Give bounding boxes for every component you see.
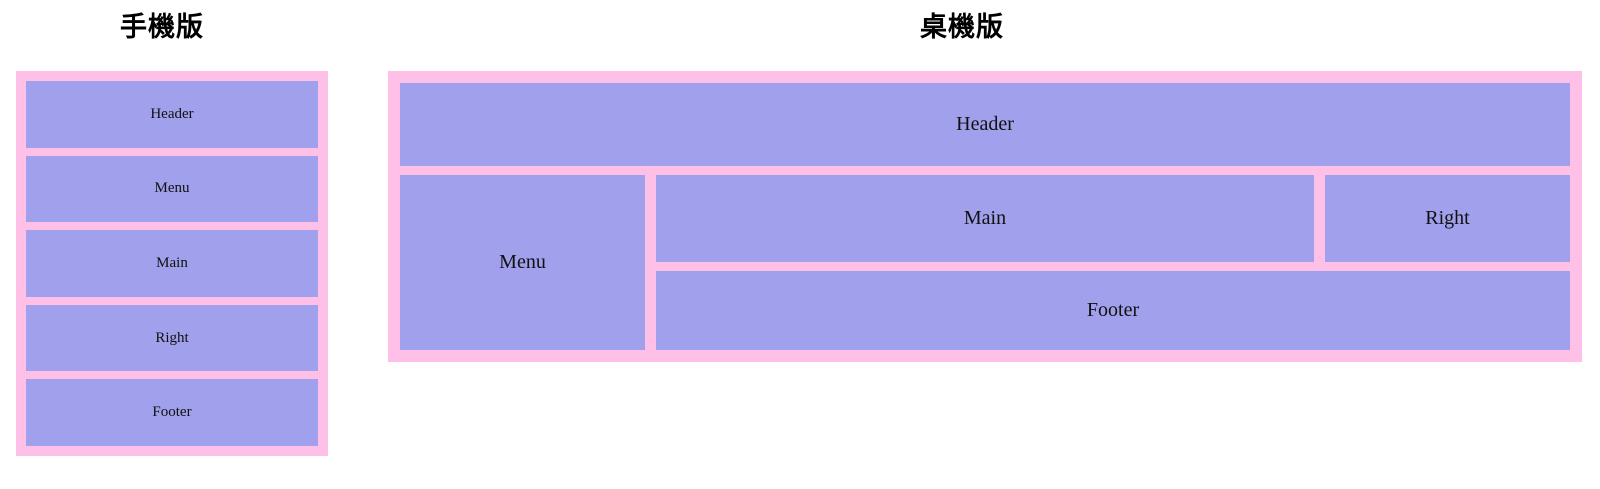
desktop-block-footer: Footer: [656, 271, 1570, 350]
desktop-content-column: Main Right Footer: [656, 175, 1570, 350]
desktop-block-right: Right: [1325, 175, 1570, 262]
desktop-block-main: Main: [656, 175, 1314, 262]
mobile-block-main: Main: [26, 230, 318, 297]
desktop-layout-heading: 桌機版: [920, 12, 1004, 42]
mobile-block-header: Header: [26, 81, 318, 148]
mobile-layout-container: Header Menu Main Right Footer: [16, 71, 328, 456]
mobile-block-right: Right: [26, 304, 318, 372]
desktop-block-header: Header: [400, 83, 1570, 166]
mobile-layout-heading: 手機版: [120, 12, 204, 42]
mobile-block-footer: Footer: [26, 379, 318, 446]
desktop-layout-container: Header Menu Main Right Footer: [388, 71, 1582, 362]
desktop-block-menu: Menu: [400, 175, 645, 350]
desktop-middle-row: Main Right: [656, 175, 1570, 262]
mobile-block-menu: Menu: [26, 155, 318, 223]
desktop-body-row: Menu Main Right Footer: [400, 175, 1570, 350]
